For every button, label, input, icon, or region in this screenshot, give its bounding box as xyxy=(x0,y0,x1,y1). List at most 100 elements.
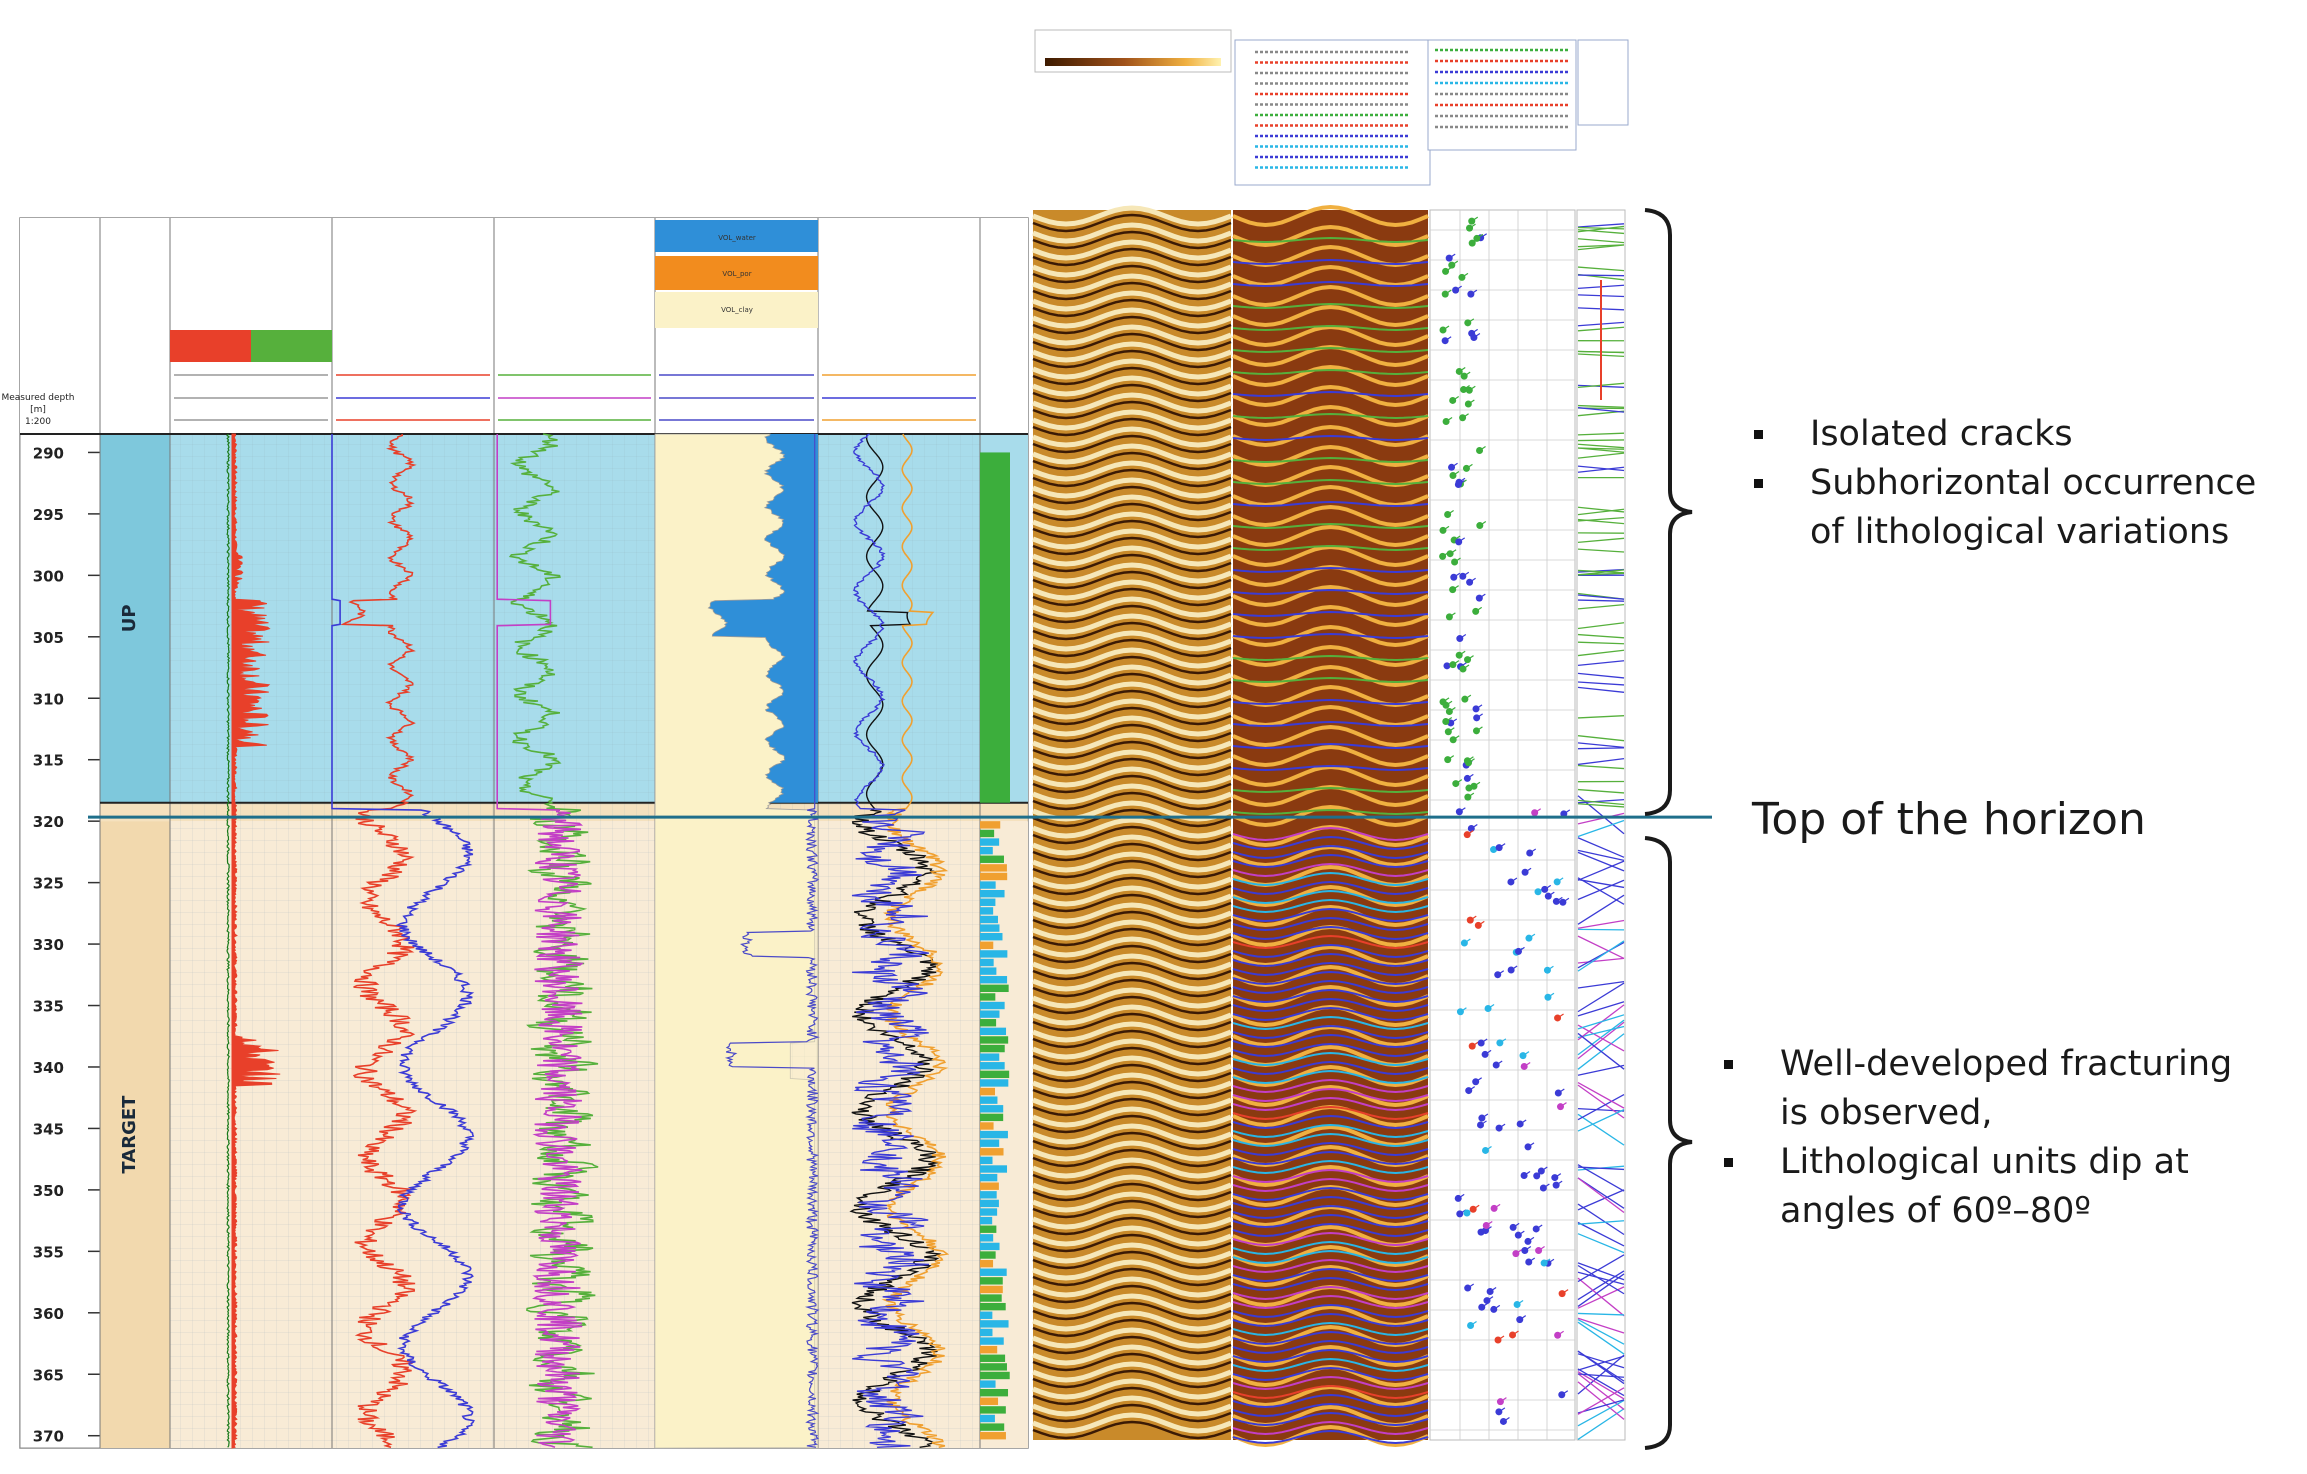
static-image-bed xyxy=(1032,409,1232,431)
dip-stick xyxy=(1577,1368,1625,1397)
tadpole-tail xyxy=(1469,915,1477,921)
litho-block xyxy=(980,1363,1007,1371)
depth-tick-label: 315 xyxy=(33,752,64,770)
dynamic-image-bed xyxy=(1232,384,1429,408)
static-image-dark-bed xyxy=(1032,213,1232,233)
static-image-dark-bed xyxy=(1032,1267,1232,1287)
static-image-dark-bed xyxy=(1032,417,1232,437)
tadpole-tail xyxy=(1527,1142,1535,1148)
tadpole-tail xyxy=(1536,1171,1544,1177)
curve-track2-red xyxy=(340,433,418,1449)
depth-tick-label: 310 xyxy=(33,690,64,708)
litho-block xyxy=(980,1208,998,1216)
dip-stick xyxy=(1577,465,1625,472)
traced-dip-line xyxy=(1232,826,1429,842)
litho-block xyxy=(980,898,996,906)
static-image-bed xyxy=(1032,1293,1232,1315)
dip-stick xyxy=(1577,1081,1625,1109)
dip-stick xyxy=(1577,1220,1625,1225)
header-swatch-por xyxy=(655,256,818,290)
zone-band-target xyxy=(100,821,170,1448)
traced-dip-line xyxy=(1232,412,1429,420)
borehole-image-logs xyxy=(1032,204,1626,1448)
static-image-bed xyxy=(1032,1259,1232,1281)
tadpole-tail xyxy=(1447,510,1454,516)
dip-stick xyxy=(1577,1107,1625,1112)
annotation-item: Isolated cracks xyxy=(1740,410,2300,459)
litho-block xyxy=(980,829,995,838)
static-image-bed xyxy=(1032,800,1232,822)
static-image-bed xyxy=(1032,1021,1232,1043)
litho-block xyxy=(980,1234,994,1242)
traced-dip-line xyxy=(1232,1429,1429,1445)
dynamic-image-bed xyxy=(1232,304,1429,328)
log-curves xyxy=(226,433,1010,1449)
static-image-bed xyxy=(1032,443,1232,465)
traced-dip-line xyxy=(1232,1267,1429,1283)
traced-dip-line xyxy=(1232,280,1429,288)
dip-stick xyxy=(1577,452,1625,459)
static-image-bed xyxy=(1032,511,1232,533)
static-image-bed xyxy=(1032,307,1232,329)
traced-dip-line xyxy=(1232,970,1429,986)
traced-dip-line xyxy=(1232,456,1429,464)
annotation-text: Subhorizontal occurrence of lithological… xyxy=(1810,463,2257,552)
tadpole-tail xyxy=(1442,697,1450,703)
tadpole-tail xyxy=(1470,1321,1477,1327)
traced-dip-line xyxy=(1232,764,1429,772)
litho-block xyxy=(980,915,998,924)
dip-stick xyxy=(1577,508,1625,516)
tadpole-tail xyxy=(1462,664,1470,670)
curve-track5-orange xyxy=(881,433,950,1449)
litho-block xyxy=(980,1259,994,1268)
header-swatch-water xyxy=(655,220,818,252)
traced-dip-line xyxy=(1232,1357,1429,1373)
dip-stick xyxy=(1577,1355,1625,1371)
litho-block xyxy=(980,1380,996,1388)
depth-header-text: Measured depth xyxy=(1,393,74,403)
tadpole-tail xyxy=(1452,735,1460,741)
traced-dip-line xyxy=(1232,1150,1429,1166)
tadpole-tail xyxy=(1522,1051,1530,1057)
static-image-dark-bed xyxy=(1032,1114,1232,1134)
static-image-dark-bed xyxy=(1032,434,1232,454)
traced-dip-line xyxy=(1232,943,1429,959)
tadpole-tail xyxy=(1547,992,1555,998)
depth-tick-label: 345 xyxy=(33,1120,64,1138)
dynamic-image-bed xyxy=(1232,284,1429,308)
dip-stick xyxy=(1577,681,1625,686)
traced-dip-line xyxy=(1232,610,1429,618)
bullet-square-icon xyxy=(1754,479,1763,488)
tadpole-tail xyxy=(1452,660,1460,666)
dip-stick xyxy=(1577,1166,1625,1171)
legend-box-3 xyxy=(1577,39,1629,126)
tadpole-tail xyxy=(1534,808,1542,814)
traced-dip-line xyxy=(1232,258,1429,266)
litho-block xyxy=(980,1311,993,1319)
litho-block xyxy=(980,976,1008,984)
static-image-dark-bed xyxy=(1032,825,1232,845)
traced-dip-line xyxy=(1232,1060,1429,1076)
traced-dip-line xyxy=(1232,835,1429,851)
tadpole-tail xyxy=(1450,718,1458,724)
dip-stick xyxy=(1577,1319,1625,1345)
static-image-bed xyxy=(1032,613,1232,635)
traced-dip-line xyxy=(1232,1222,1429,1238)
static-image-dark-bed xyxy=(1032,366,1232,386)
static-image-bed xyxy=(1032,647,1232,669)
static-image-dark-bed xyxy=(1032,553,1232,573)
static-image-bed xyxy=(1032,987,1232,1009)
traced-dip-line xyxy=(1232,1339,1429,1355)
dip-stick xyxy=(1577,1025,1625,1039)
static-image-bed xyxy=(1032,1412,1232,1434)
litho-block xyxy=(980,1345,998,1354)
static-image-bed xyxy=(1032,290,1232,312)
dip-stick xyxy=(1577,1203,1625,1236)
dip-stick xyxy=(1577,878,1625,889)
dip-stick xyxy=(1577,1024,1625,1052)
tadpole-tail xyxy=(1503,1416,1510,1422)
traced-dip-line xyxy=(1232,1366,1429,1382)
dip-stick xyxy=(1577,1177,1625,1214)
dip-stick xyxy=(1577,548,1625,553)
